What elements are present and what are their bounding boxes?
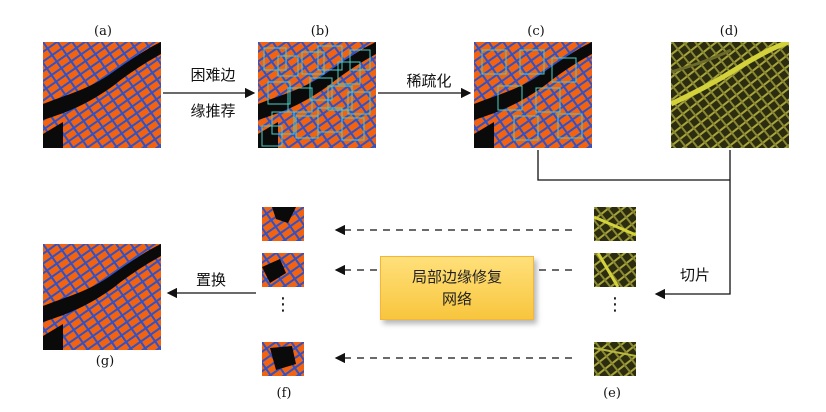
local-edge-repair-network-box: 局部边缘修复 网络 <box>380 256 534 320</box>
label-g: (g) <box>95 354 115 369</box>
arrow-to-patches <box>654 180 731 300</box>
patch-e-2 <box>594 253 636 287</box>
panel-g-result-map <box>43 244 161 350</box>
panel-c-sparse-map <box>474 42 592 148</box>
label-d: (d) <box>719 24 739 39</box>
label-a: (a) <box>94 24 112 39</box>
patch-e-1 <box>594 207 636 241</box>
network-label-line1: 局部边缘修复 <box>411 268 502 286</box>
label-b: (b) <box>310 24 330 39</box>
patch-e-3 <box>594 342 636 376</box>
panel-b-hard-edge-map <box>258 42 376 148</box>
patch-f-1 <box>262 207 304 241</box>
step-hard-edge-line2: 缘推荐 <box>190 102 236 120</box>
network-label-line2: 网络 <box>441 290 472 308</box>
label-e: (e) <box>603 386 621 401</box>
panel-a-building-map <box>43 42 161 148</box>
label-c: (c) <box>527 24 545 39</box>
patch-f-3 <box>262 342 304 376</box>
line-c-join <box>537 150 730 181</box>
step-hard-edge-line1: 困难边 <box>190 66 236 84</box>
panel-d-aerial-image <box>671 42 789 148</box>
label-f: (f) <box>276 386 292 401</box>
step-sparsify: 稀疏化 <box>406 72 452 90</box>
patch-f-2 <box>262 253 304 287</box>
step-replace: 置换 <box>195 271 226 289</box>
step-crop: 切片 <box>679 266 710 284</box>
